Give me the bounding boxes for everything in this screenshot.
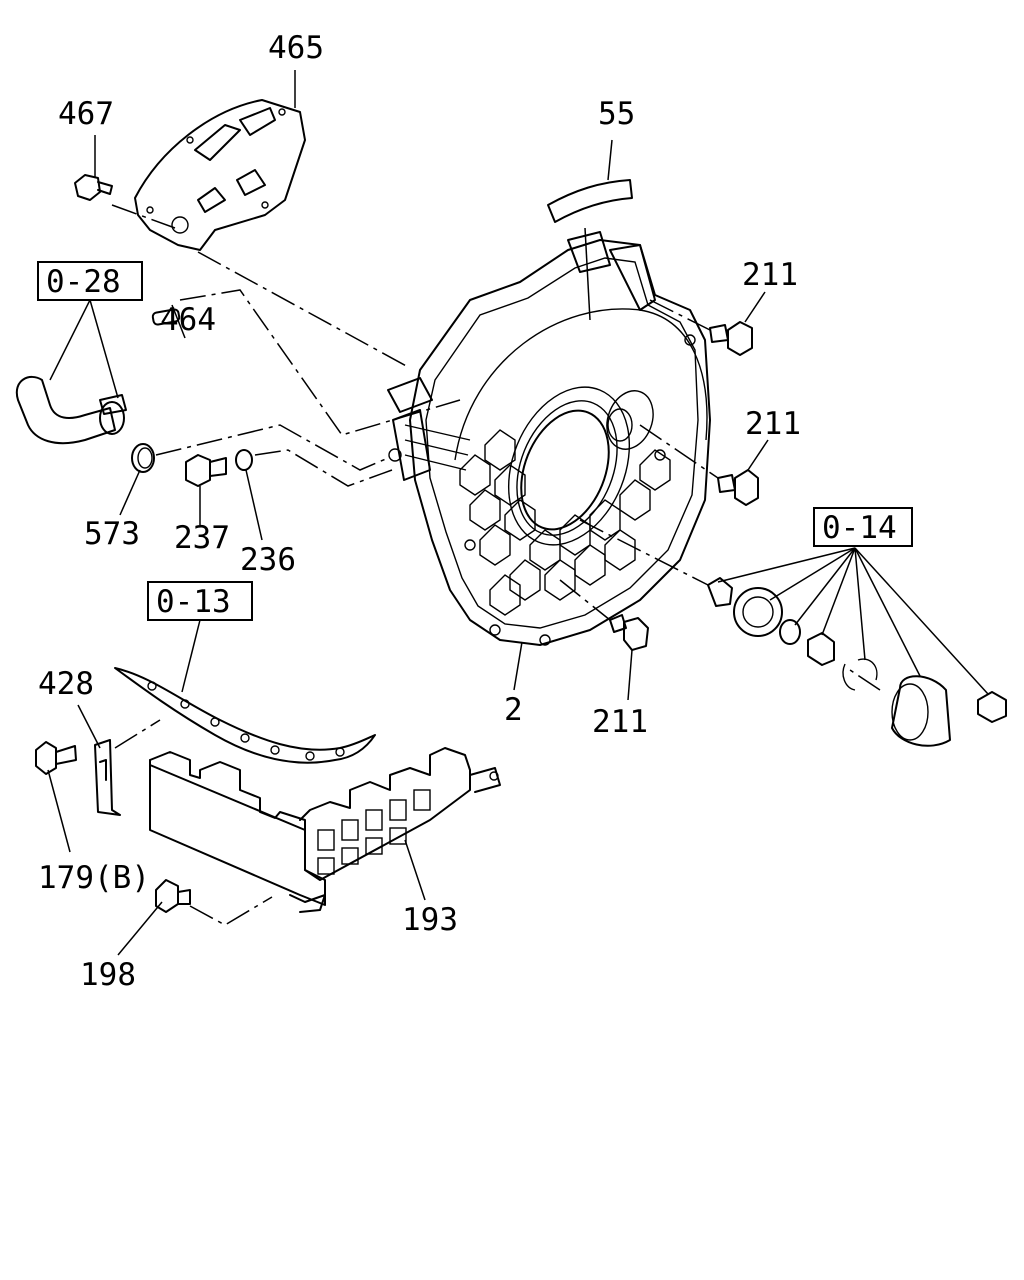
bolt-211-mid: [717, 469, 759, 506]
label-0-13: 0-13: [156, 584, 231, 620]
label-211-mid: 211: [745, 406, 801, 442]
label-236: 236: [240, 542, 296, 578]
label-465: 465: [268, 30, 324, 66]
cap-55: [547, 179, 633, 223]
bolt-211-top: [709, 321, 753, 356]
label-428: 428: [38, 666, 94, 702]
label-237: 237: [174, 520, 230, 556]
label-0-28: 0-28: [46, 264, 121, 300]
dust-cover-193: [149, 747, 501, 913]
washer-236: [235, 449, 253, 471]
label-0-14: 0-14: [822, 510, 897, 546]
label-2: 2: [504, 692, 523, 728]
bolt-237: [185, 454, 227, 487]
ref-box-0-28: [37, 261, 143, 301]
bolt-198: [155, 879, 191, 913]
seal-ring-573: [131, 443, 155, 473]
label-179b: 179(B): [38, 860, 150, 896]
flywheel-housing: [387, 231, 711, 646]
label-467: 467: [58, 96, 114, 132]
label-193: 193: [402, 902, 458, 938]
ref-box-0-13: [147, 581, 253, 621]
bracket-428: [94, 739, 121, 816]
bolt-179b: [35, 741, 77, 775]
label-464: 464: [160, 302, 216, 338]
starter-gear-kit: [707, 577, 1007, 747]
ref-box-0-14: [813, 507, 913, 547]
hose-assembly: [15, 375, 127, 445]
label-55: 55: [598, 96, 635, 132]
bolt-467: [74, 174, 113, 201]
pin-464: [151, 308, 181, 326]
bolt-211-bottom: [609, 614, 649, 651]
gasket-0-13: [114, 667, 376, 764]
label-573: 573: [84, 516, 140, 552]
leader-lines: [47, 70, 989, 956]
label-211-top: 211: [742, 257, 798, 293]
label-198: 198: [80, 957, 136, 993]
label-211-bottom: 211: [592, 704, 648, 740]
inspection-cover-465: [134, 99, 306, 251]
